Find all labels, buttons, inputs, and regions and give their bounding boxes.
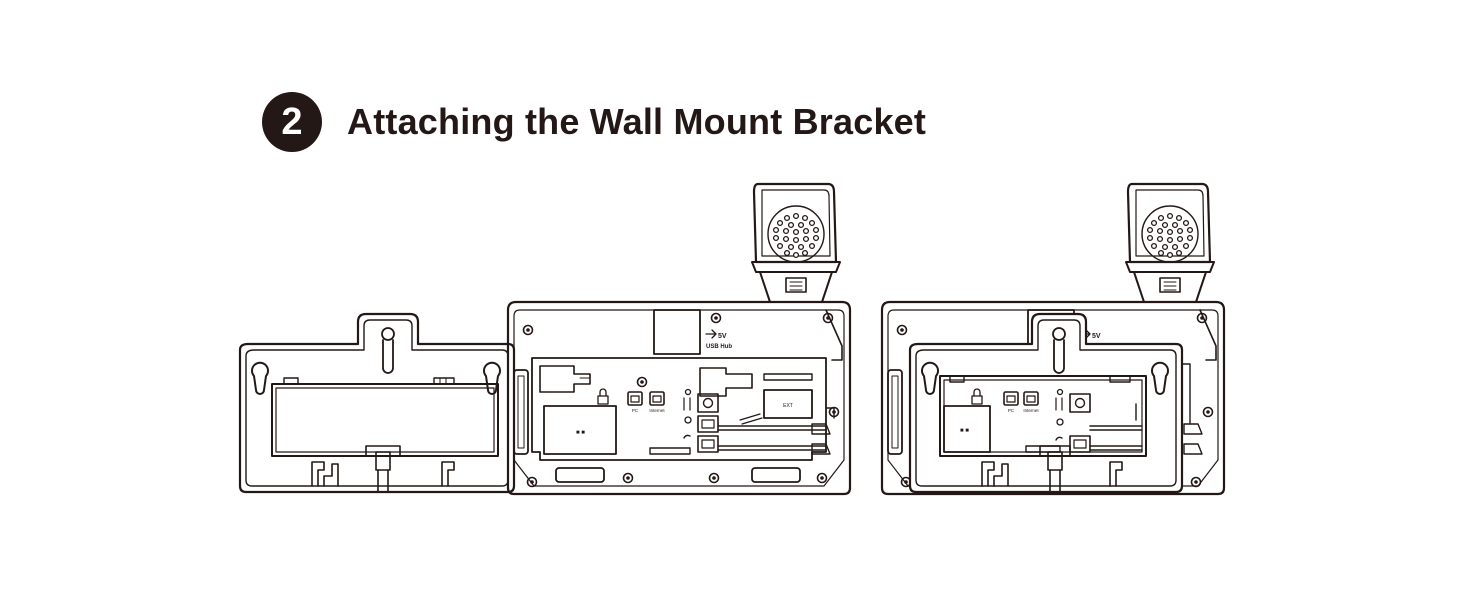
usb-hub-label: 5V USB Hub [705, 329, 732, 350]
svg-text:Internet: Internet [1023, 408, 1039, 413]
handset [751, 182, 841, 303]
wall-mount-bracket [238, 312, 516, 494]
svg-text:■ ■: ■ ■ [960, 428, 969, 434]
svg-text:PC: PC [632, 408, 639, 413]
svg-text:5V: 5V [1092, 333, 1101, 340]
port-internet [649, 391, 665, 406]
port-pc [627, 391, 643, 406]
phone-back-view: 5V USB Hub ■ ■ PC Internet [506, 182, 852, 496]
svg-text:USB Hub: USB Hub [706, 344, 732, 350]
svg-text:Internet: Internet [649, 408, 665, 413]
svg-text:PC: PC [1008, 408, 1015, 413]
step-title: Attaching the Wall Mount Bracket [347, 101, 927, 142]
lock-icon [597, 388, 609, 405]
svg-text:5V: 5V [718, 333, 727, 340]
handset-attached [1125, 182, 1215, 303]
attached-bracket: ■ ■ PC Internet [908, 312, 1184, 494]
svg-text:■ ■: ■ ■ [576, 430, 585, 436]
step-header: 2 Attaching the Wall Mount Bracket [262, 92, 926, 152]
step-number-badge: 2 [262, 92, 322, 152]
svg-text:EXT: EXT [783, 403, 793, 409]
phone-with-bracket-attached: 5V USB Hub ■ ■ [880, 182, 1226, 496]
